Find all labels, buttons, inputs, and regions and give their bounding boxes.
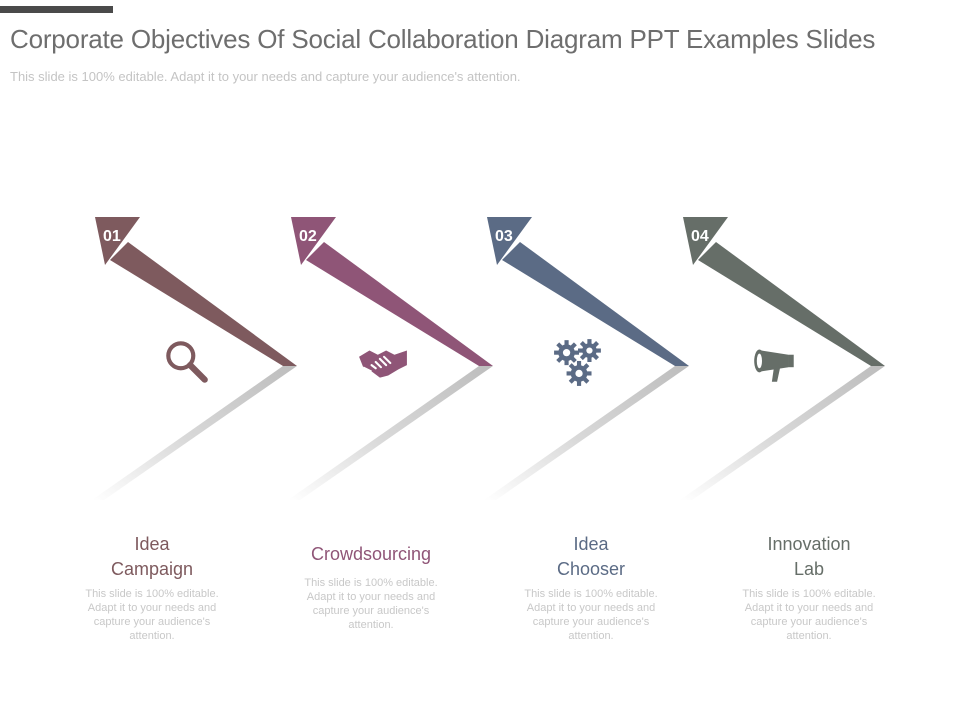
- arrow-head: [683, 217, 728, 265]
- step-number: 04: [691, 228, 709, 245]
- label-line-1: Idea: [573, 534, 609, 554]
- step-1-arrow: 01: [92, 217, 297, 500]
- step-number: 01: [103, 228, 121, 245]
- arrow-shadow-wing: [484, 366, 689, 500]
- magnifier-icon: [168, 343, 204, 379]
- arrow-shadow-wing: [288, 366, 493, 500]
- arrow-shaft: [110, 242, 297, 366]
- step-2-description: This slide is 100% editable. Adapt it to…: [304, 577, 438, 631]
- slide-subtitle: This slide is 100% editable. Adapt it to…: [10, 69, 521, 84]
- arrow-shaft: [502, 242, 689, 366]
- arrow-head: [291, 217, 336, 265]
- handshake-icon: [358, 349, 408, 379]
- arrow-shaft: [698, 242, 885, 366]
- label-line-2: Lab: [793, 559, 825, 579]
- step-3-arrow: 03: [484, 217, 689, 500]
- step-4-arrow: 04: [680, 217, 885, 500]
- label-line-1: Crowdsourcing: [310, 544, 432, 564]
- label-line-1: Innovation: [767, 534, 851, 554]
- step-number: 03: [495, 228, 513, 245]
- label-line-1: Idea: [134, 534, 170, 554]
- label-line-2: Chooser: [556, 559, 626, 579]
- gears-icon: [554, 339, 601, 386]
- step-1-description: This slide is 100% editable. Adapt it to…: [85, 588, 219, 642]
- step-3-description: This slide is 100% editable. Adapt it to…: [524, 588, 658, 642]
- arrow-shaft: [306, 242, 493, 366]
- step-2-arrow: 02: [288, 217, 493, 500]
- step-number: 02: [299, 228, 317, 245]
- arrow-shadow-wing: [92, 366, 297, 500]
- arrow-shadow-wing: [680, 366, 885, 500]
- arrow-head: [95, 217, 140, 265]
- megaphone-icon: [754, 349, 794, 382]
- arrow-head: [487, 217, 532, 265]
- step-4-description: This slide is 100% editable. Adapt it to…: [742, 588, 876, 642]
- label-line-2: Campaign: [110, 559, 194, 579]
- step-2-label: Crowdsourcing: [271, 542, 471, 567]
- slide-title: Corporate Objectives Of Social Collabora…: [10, 24, 876, 54]
- title-accent-bar: [0, 6, 113, 13]
